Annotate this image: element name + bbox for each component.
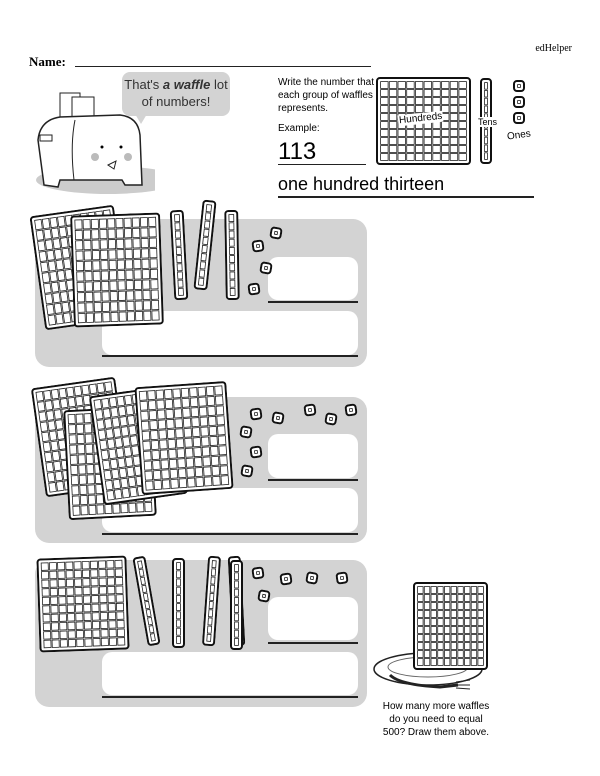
- hundred-waffle-icon: [70, 212, 164, 328]
- ten-waffle-icon: [224, 209, 240, 301]
- problem-3-words-field[interactable]: [102, 652, 358, 695]
- label-tens: Tens: [478, 117, 498, 127]
- hundred-waffle-icon: [36, 555, 130, 653]
- bonus-question: How many more waffles do you need to equ…: [382, 701, 490, 738]
- ten-waffle-icon: [132, 556, 161, 646]
- example-words: one hundred thirteen: [278, 174, 445, 194]
- one-waffle-icon: [279, 572, 293, 586]
- one-waffle-icon: [303, 403, 317, 417]
- name-field[interactable]: [75, 66, 371, 67]
- one-waffle-icon: [271, 411, 285, 425]
- toaster-illustration: [36, 92, 155, 194]
- ten-waffle-icon: [169, 209, 189, 301]
- speech-bubble: That's a waffle lot of numbers!: [122, 72, 230, 116]
- one-waffle-icon: [513, 96, 525, 108]
- ten-waffle-icon: [172, 558, 185, 648]
- one-waffle-icon: [249, 445, 263, 459]
- ten-waffle-icon: [230, 560, 243, 650]
- instructions: Write the number that each group of waff…: [278, 77, 374, 114]
- one-waffle-icon: [324, 412, 338, 426]
- one-waffle-icon: [240, 464, 254, 478]
- example-number: 113: [278, 138, 317, 165]
- one-waffle-icon: [269, 226, 283, 240]
- one-waffle-icon: [249, 407, 263, 421]
- hundred-waffle-icon: [134, 381, 234, 495]
- problem-3-number-field[interactable]: [268, 597, 358, 640]
- one-waffle-icon: [251, 566, 265, 580]
- ten-waffle-icon: [193, 199, 217, 291]
- problem-2-number-field[interactable]: [268, 434, 358, 478]
- one-waffle-icon: [239, 425, 253, 439]
- one-waffle-icon: [257, 589, 271, 603]
- name-label: Name:: [29, 54, 66, 69]
- one-waffle-icon: [259, 261, 273, 275]
- one-waffle-icon: [513, 112, 525, 124]
- example-label: Example:: [278, 123, 320, 134]
- label-ones: Ones: [506, 128, 532, 143]
- hundred-waffle-icon: [413, 582, 488, 670]
- one-waffle-icon: [335, 571, 349, 585]
- ten-waffle-icon: [202, 555, 221, 647]
- one-waffle-icon: [344, 403, 358, 417]
- one-waffle-icon: [251, 239, 265, 253]
- one-waffle-icon: [247, 282, 261, 296]
- problem-1-number-field[interactable]: [268, 257, 358, 300]
- brand: edHelper: [535, 43, 572, 54]
- one-waffle-icon: [513, 80, 525, 92]
- one-waffle-icon: [305, 571, 319, 585]
